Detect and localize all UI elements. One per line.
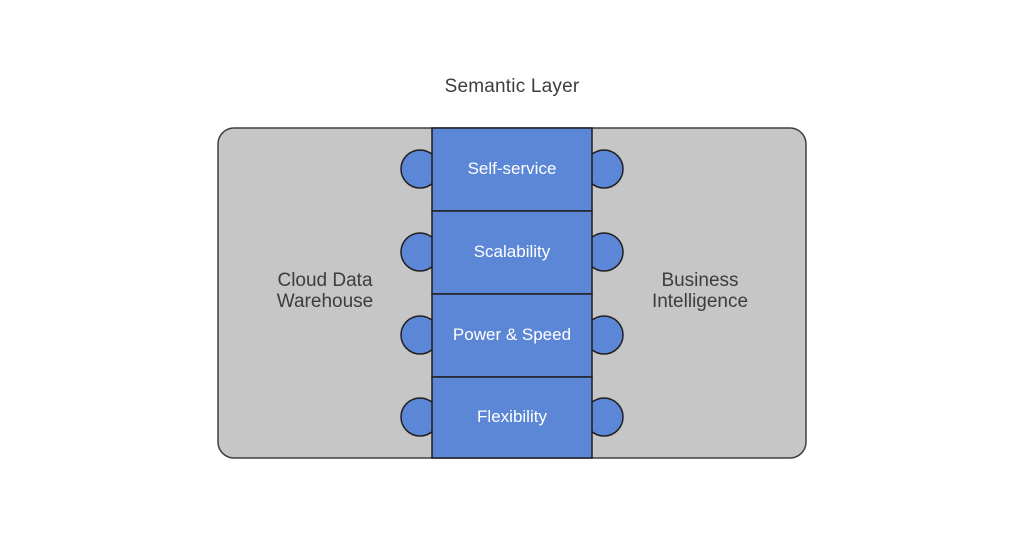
cloud-data-warehouse-label: Cloud Data Warehouse: [276, 270, 374, 312]
piece-2-body: [431, 210, 593, 295]
piece-label-scalability: Scalability: [473, 242, 551, 261]
piece-4: [400, 397, 624, 437]
piece-3: [400, 315, 624, 355]
piece-4-body: [431, 376, 593, 459]
business-intelligence-label: Business Intelligence: [651, 270, 749, 312]
diagram-title: Semantic Layer: [444, 76, 580, 97]
piece-2: [400, 232, 624, 272]
piece-1-body: [431, 127, 593, 212]
piece-label-self-service: Self-service: [467, 159, 557, 178]
piece-label-flexibility: Flexibility: [477, 407, 547, 426]
piece-1: [400, 149, 624, 189]
piece-label-power-speed: Power & Speed: [452, 325, 572, 344]
piece-3-body: [431, 293, 593, 378]
